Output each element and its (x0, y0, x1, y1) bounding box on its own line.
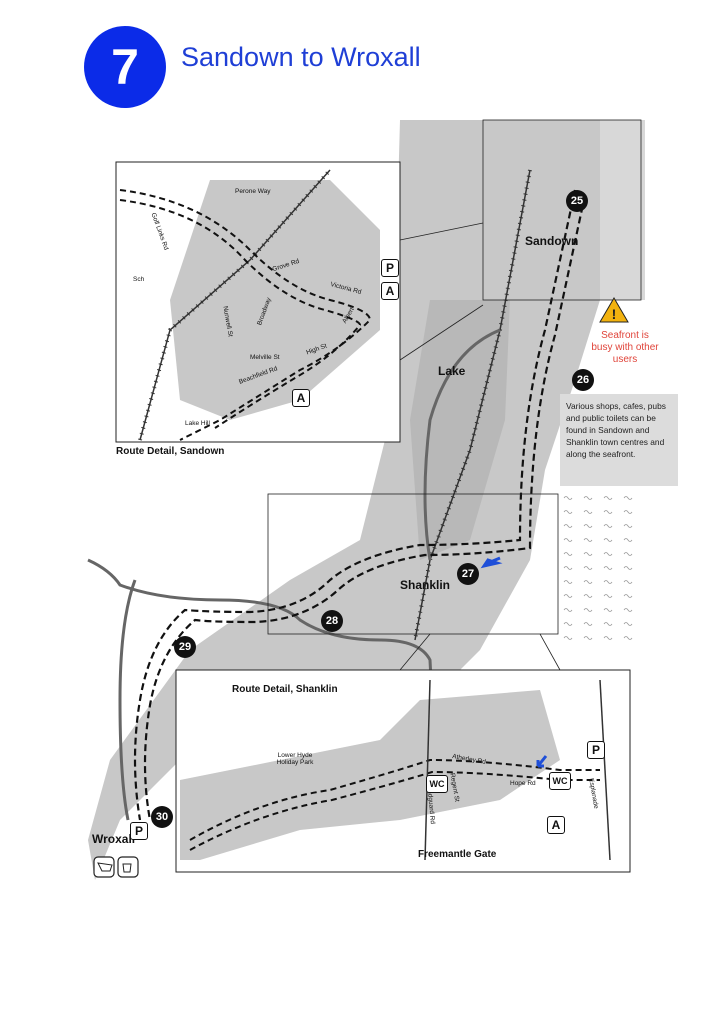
waypoint-26: 26 (572, 369, 594, 391)
roads (87, 328, 501, 821)
waypoint-30: 30 (151, 806, 173, 828)
label-lower-hyde: Lower Hyde Holiday Park (276, 752, 314, 766)
direction-arrow-icon-shanklin (536, 755, 548, 768)
warning-triangle-icon: ! (599, 297, 629, 323)
waypoint-29: 29 (174, 636, 196, 658)
parking-icon-wroxall: P (130, 822, 148, 840)
shop-icon (93, 856, 115, 878)
waypoint-27: 27 (457, 563, 479, 585)
label-freemantle-gate: Freemantle Gate (418, 849, 497, 860)
cycle-route (133, 189, 587, 821)
direction-arrow-icon (480, 556, 503, 569)
toilet-icon-esplanade: WC (549, 772, 571, 790)
sandown-detail-frame (482, 119, 642, 301)
label-wroxall: Wroxall (92, 832, 136, 846)
attraction-icon-shanklin: A (547, 816, 565, 834)
page-title: Sandown to Wroxall (181, 42, 421, 72)
toilet-icon-regent: WC (426, 775, 448, 793)
sandown-inset (115, 161, 484, 443)
attraction-icon-pier: A (292, 389, 310, 407)
waypoint-25: 25 (566, 190, 588, 212)
svg-text:!: ! (612, 306, 617, 322)
street-hope-rd: Hope Rd (510, 780, 536, 787)
parking-icon-sandown: P (381, 259, 399, 277)
parking-icon-shanklin: P (587, 741, 605, 759)
route-number-badge: 7 (84, 26, 166, 108)
label-lake: Lake (438, 364, 466, 378)
sea-area (560, 120, 645, 640)
attraction-icon-sandown: A (381, 282, 399, 300)
label-school: Sch (133, 276, 145, 283)
shanklin-inset (175, 633, 631, 873)
street-perone-way: Perone Way (235, 188, 271, 195)
street-melville-st: Melville St (250, 354, 280, 361)
info-box: Various shops, cafes, pubs and public to… (560, 394, 678, 486)
cafe-icon (117, 856, 139, 878)
label-shanklin: Shanklin (400, 578, 451, 592)
sandown-detail-caption: Route Detail, Sandown (116, 446, 225, 457)
shanklin-detail-frame (267, 493, 559, 635)
street-lake-hill: Lake Hill (185, 420, 210, 427)
warning-text: Seafront is busy with other users (591, 330, 659, 365)
waypoint-28: 28 (321, 610, 343, 632)
shanklin-detail-caption: Route Detail, Shanklin (232, 684, 338, 695)
label-sandown: Sandown (525, 234, 579, 248)
